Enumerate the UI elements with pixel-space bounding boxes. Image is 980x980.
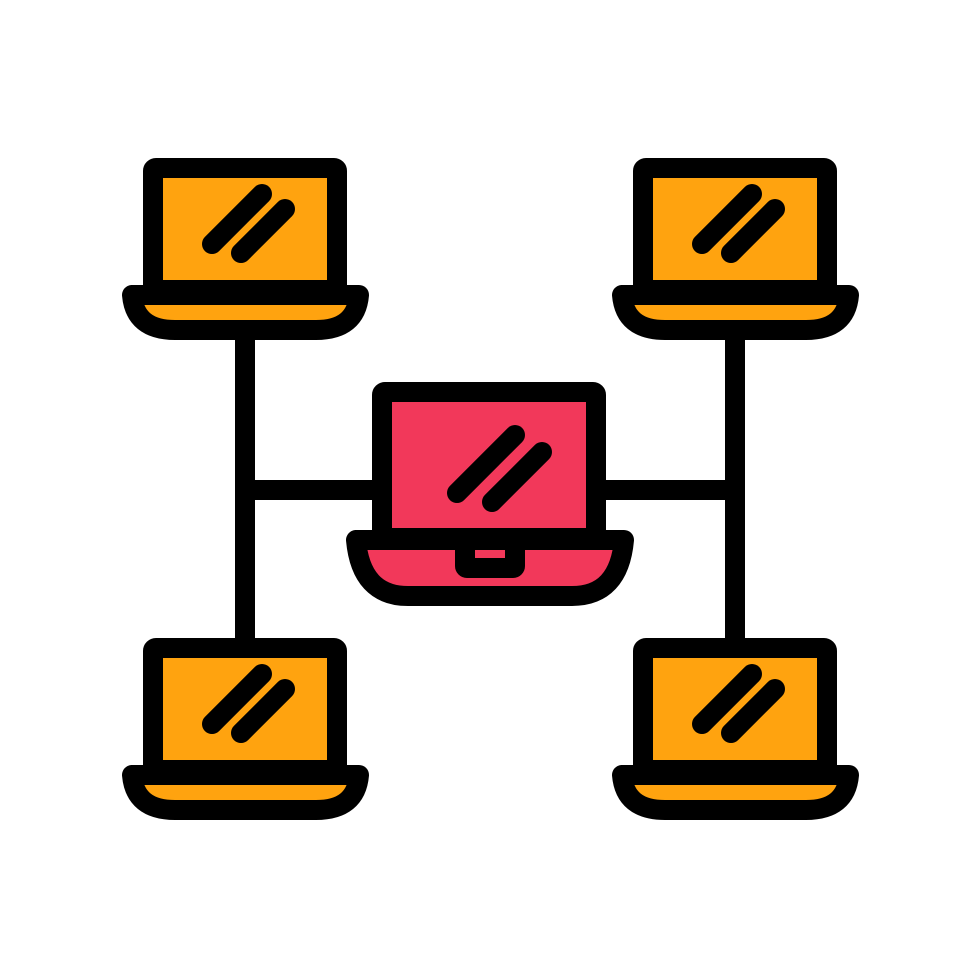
screen-glare: [692, 664, 762, 734]
laptop-screen: [633, 158, 837, 300]
laptop-trackpad: [455, 530, 525, 578]
laptop-base: [612, 765, 859, 820]
laptop-screen: [143, 158, 347, 300]
screen-glare: [202, 184, 272, 254]
laptop-bottom-left-icon: [122, 638, 369, 820]
laptop-screen: [633, 638, 837, 780]
screen-glare: [202, 664, 272, 734]
screen-glare: [482, 442, 552, 512]
laptop-screen: [143, 638, 347, 780]
screen-glare: [692, 184, 762, 254]
laptop-center-icon: [346, 382, 634, 606]
laptop-top-left-icon: [122, 158, 369, 340]
laptop-base: [612, 285, 859, 340]
screen-glare: [721, 679, 785, 743]
screen-glare: [721, 199, 785, 263]
screen-glare: [231, 679, 295, 743]
screen-glare: [447, 425, 525, 503]
laptop-base: [122, 765, 369, 820]
laptop-bottom-right-icon: [612, 638, 859, 820]
laptop-base: [122, 285, 369, 340]
laptop-top-right-icon: [612, 158, 859, 340]
screen-glare: [231, 199, 295, 263]
network-connections: [235, 328, 745, 645]
